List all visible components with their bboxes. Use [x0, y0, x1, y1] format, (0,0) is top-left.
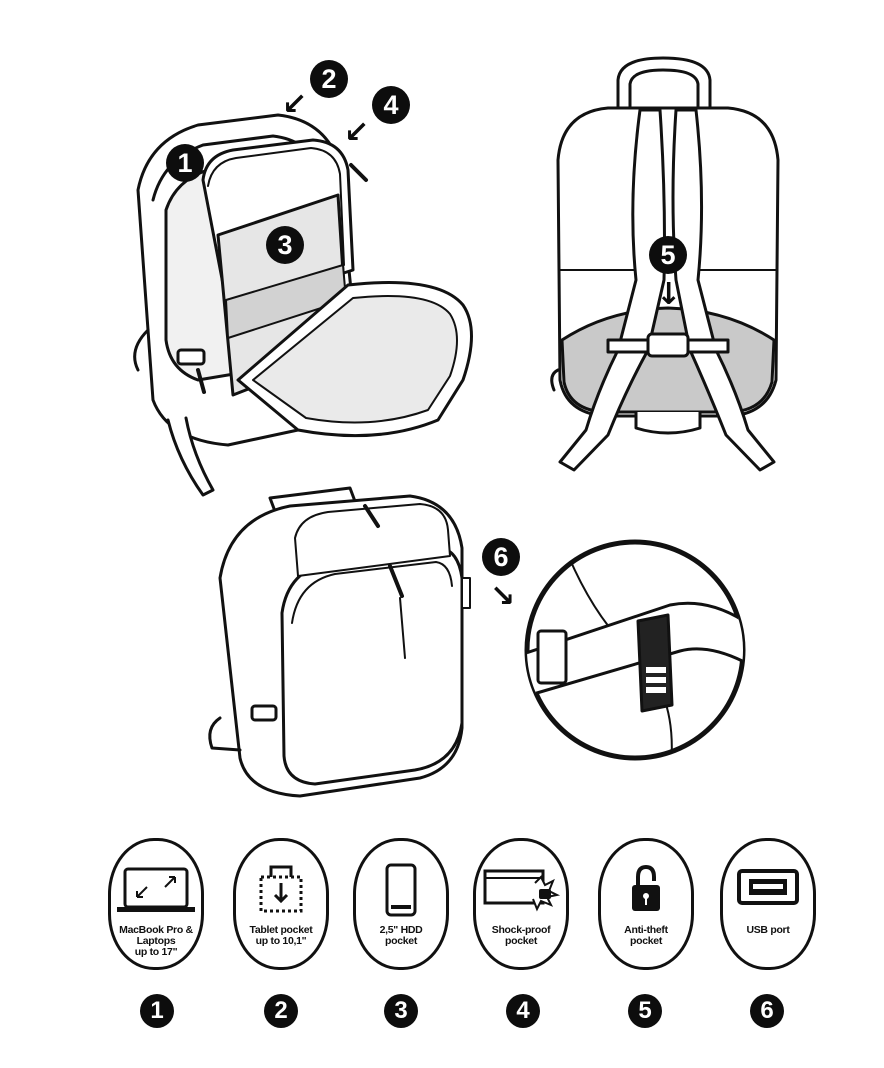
laptop-icon [117, 867, 195, 912]
feature-label: Anti-theft pocket [624, 924, 668, 947]
feature-laptop: MacBook Pro & Laptops up to 17" [108, 838, 204, 970]
usb-detail-illustration [520, 535, 750, 765]
feature-hdd-pocket: 2,5" HDD pocket [353, 838, 449, 970]
feature-label: USB port [746, 924, 790, 936]
usb-port-icon [737, 869, 799, 905]
feature-number-2: 2 [264, 994, 298, 1028]
arrow-4-icon: ↙ [344, 115, 370, 150]
feature-number-4: 4 [506, 994, 540, 1028]
feature-number-5: 5 [628, 994, 662, 1028]
feature-anti-theft: Anti-theft pocket [598, 838, 694, 970]
front-view-illustration: 6 ↘ [200, 478, 520, 808]
arrow-6-icon: ↘ [490, 579, 516, 614]
feature-label: 2,5" HDD pocket [379, 924, 423, 947]
marker-3: 3 [266, 226, 304, 264]
feature-label: Tablet pocket up to 10,1" [249, 924, 313, 947]
feature-usb-port: USB port [720, 838, 816, 970]
marker-6: 6 [482, 538, 520, 576]
feature-number-row: 1 2 3 4 5 6 [108, 994, 828, 1034]
tablet-pocket-icon [259, 865, 303, 913]
feature-number-6: 6 [750, 994, 784, 1028]
hdd-icon [385, 863, 417, 917]
marker-2: 2 [310, 60, 348, 98]
open-backpack-drawing [133, 113, 473, 497]
feature-list: MacBook Pro & Laptops up to 17" Tablet p… [108, 838, 828, 978]
feature-shock-proof: Shock-proof pocket [473, 838, 569, 970]
feature-label: Shock-proof pocket [491, 924, 551, 947]
shock-proof-icon [483, 869, 561, 912]
padlock-icon [632, 864, 660, 911]
arrow-5-icon: ↓ [656, 277, 682, 312]
feature-number-1: 1 [140, 994, 174, 1028]
arrow-2-icon: ↙ [282, 87, 308, 122]
feature-number-3: 3 [384, 994, 418, 1028]
marker-4: 4 [372, 86, 410, 124]
feature-tablet-pocket: Tablet pocket up to 10,1" [233, 838, 329, 970]
marker-1: 1 [166, 144, 204, 182]
usb-detail-drawing [524, 539, 746, 761]
back-view-illustration: 5 ↓ [548, 50, 788, 475]
open-backpack-illustration: 1 2 ↙ 4 ↙ 3 [108, 60, 488, 500]
marker-5: 5 [649, 236, 687, 274]
front-view-drawing [208, 486, 471, 798]
feature-label: MacBook Pro & Laptops up to 17" [119, 924, 193, 958]
